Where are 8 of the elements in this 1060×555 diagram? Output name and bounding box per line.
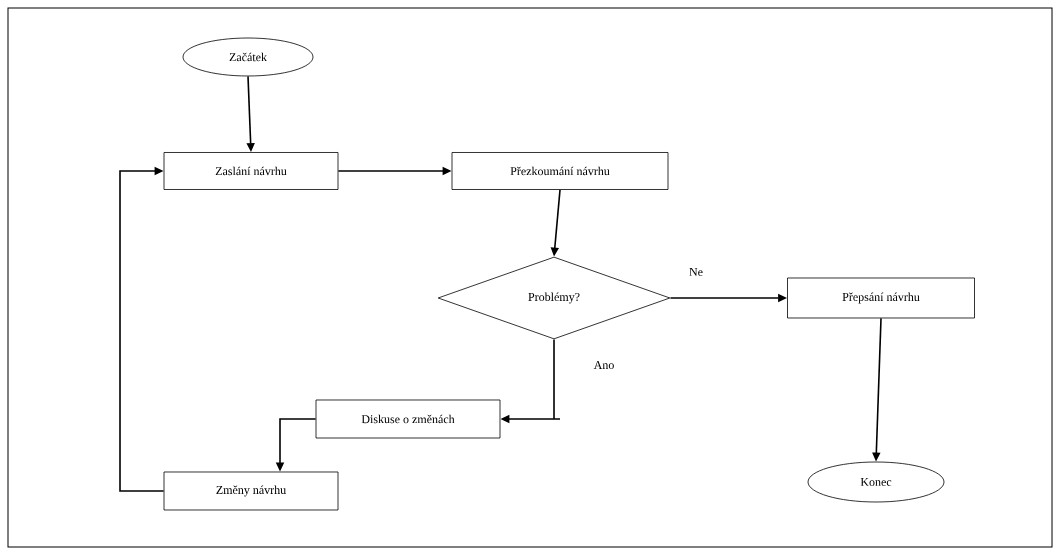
edge-label: Ano [592,360,616,370]
process-box: Přezkoumání návrhu [451,152,669,190]
process-box: Změny návrhu [163,471,339,511]
edge-label: Ne [688,267,704,277]
process-box: Zaslání návrhu [163,152,339,190]
process-box: Diskuse o změnách [315,399,501,439]
process-box: Přepsání návrhu [787,277,975,319]
arrow [119,166,165,492]
